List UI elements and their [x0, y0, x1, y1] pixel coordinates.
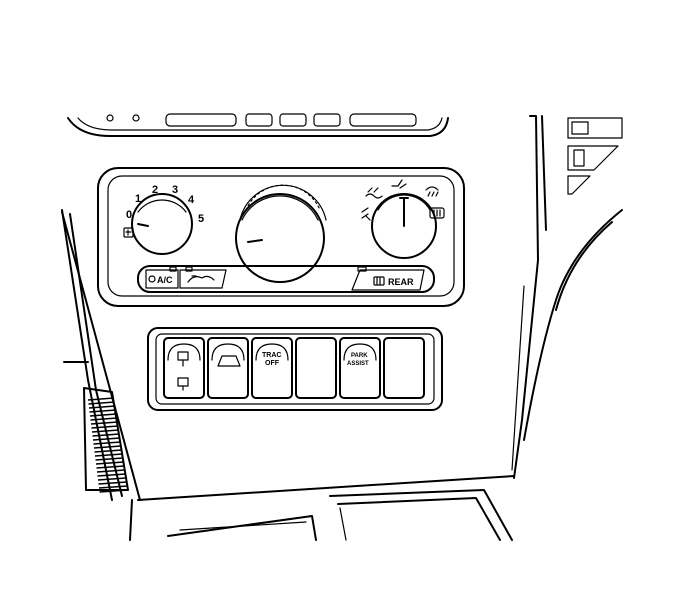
- rear-defrost-indicator: [357, 266, 367, 272]
- recirculation-icon: [123, 227, 134, 238]
- fan-speed-0: 0: [126, 209, 132, 221]
- hatch-line: [92, 437, 121, 441]
- hatch-line: [90, 417, 118, 421]
- hatch-line: [92, 433, 120, 437]
- hatch-line: [95, 457, 124, 461]
- hatch-line: [99, 489, 128, 493]
- fan-speed-2: 2: [152, 184, 158, 196]
- hatch-line: [91, 429, 119, 433]
- hatch-line: [98, 481, 127, 485]
- hatch-line: [91, 425, 119, 429]
- off-label: OFF: [265, 360, 280, 367]
- defrost-icon: [425, 186, 439, 197]
- rear-defrost-button[interactable]: [351, 266, 425, 291]
- assist-label: ASSIST: [347, 361, 369, 367]
- bilevel-mode-icon: [361, 207, 371, 221]
- hatch-line: [87, 397, 115, 401]
- blank-switch-2[interactable]: [383, 337, 425, 399]
- hatch-line: [94, 449, 122, 453]
- hatch-line: [90, 421, 118, 425]
- fan-speed-5: 5: [198, 213, 204, 225]
- radio-bezel: [67, 113, 449, 137]
- ac-indicator-light: [169, 266, 177, 272]
- rear-label: REAR: [388, 277, 414, 287]
- mirror-switch[interactable]: [163, 337, 205, 399]
- hatch-line: [98, 485, 128, 489]
- ac-button[interactable]: [145, 269, 179, 289]
- fan-speed-scale: 0 1 2 3 4 5: [126, 184, 204, 225]
- switch-bank-bezel: [147, 327, 443, 411]
- vent-mode-icon: [365, 187, 383, 199]
- hatch-line: [93, 441, 121, 445]
- lower-console: [129, 475, 515, 541]
- rear-defrost-icon: [373, 276, 385, 286]
- fan-speed-3: 3: [172, 184, 178, 196]
- hatch-line: [97, 477, 127, 481]
- hatch-line: [97, 473, 126, 477]
- trac-label: TRAC: [262, 352, 281, 359]
- temperature-knob[interactable]: [235, 184, 327, 283]
- vehicle-mode-switch[interactable]: [207, 337, 249, 399]
- ac-label: A/C: [157, 275, 173, 285]
- park-assist-switch[interactable]: [339, 337, 381, 399]
- hatch-line: [96, 465, 125, 469]
- fan-speed-4: 4: [188, 194, 195, 206]
- trac-off-switch[interactable]: [251, 337, 293, 399]
- park-label: PARK: [351, 353, 368, 359]
- rear-window-defrost-mode-icon: [429, 207, 445, 219]
- outside-air-button[interactable]: [179, 269, 227, 289]
- left-console-hatching: [87, 397, 128, 493]
- floor-mode-icon: [391, 179, 407, 189]
- climate-control-panel: [97, 167, 465, 307]
- hatch-line: [88, 401, 115, 405]
- hatch-line: [94, 453, 123, 457]
- mirror-fold-icon: [177, 377, 189, 387]
- hatch-line: [96, 469, 125, 473]
- blank-switch-1[interactable]: [295, 337, 337, 399]
- vehicle-icon: [217, 355, 241, 367]
- hatch-line: [93, 445, 122, 449]
- mode-knob[interactable]: [371, 193, 437, 259]
- fan-speed-knob[interactable]: [131, 193, 193, 255]
- hatch-line: [89, 413, 117, 417]
- mirror-switch-icon: [177, 351, 189, 361]
- hatch-line: [88, 405, 116, 409]
- fan-speed-1: 1: [135, 193, 141, 205]
- left-console-trim: [61, 209, 141, 501]
- air-indicator-light: [185, 266, 193, 272]
- hatch-line: [95, 461, 124, 465]
- hatch-line: [89, 409, 116, 413]
- right-vent-trim: [511, 115, 623, 479]
